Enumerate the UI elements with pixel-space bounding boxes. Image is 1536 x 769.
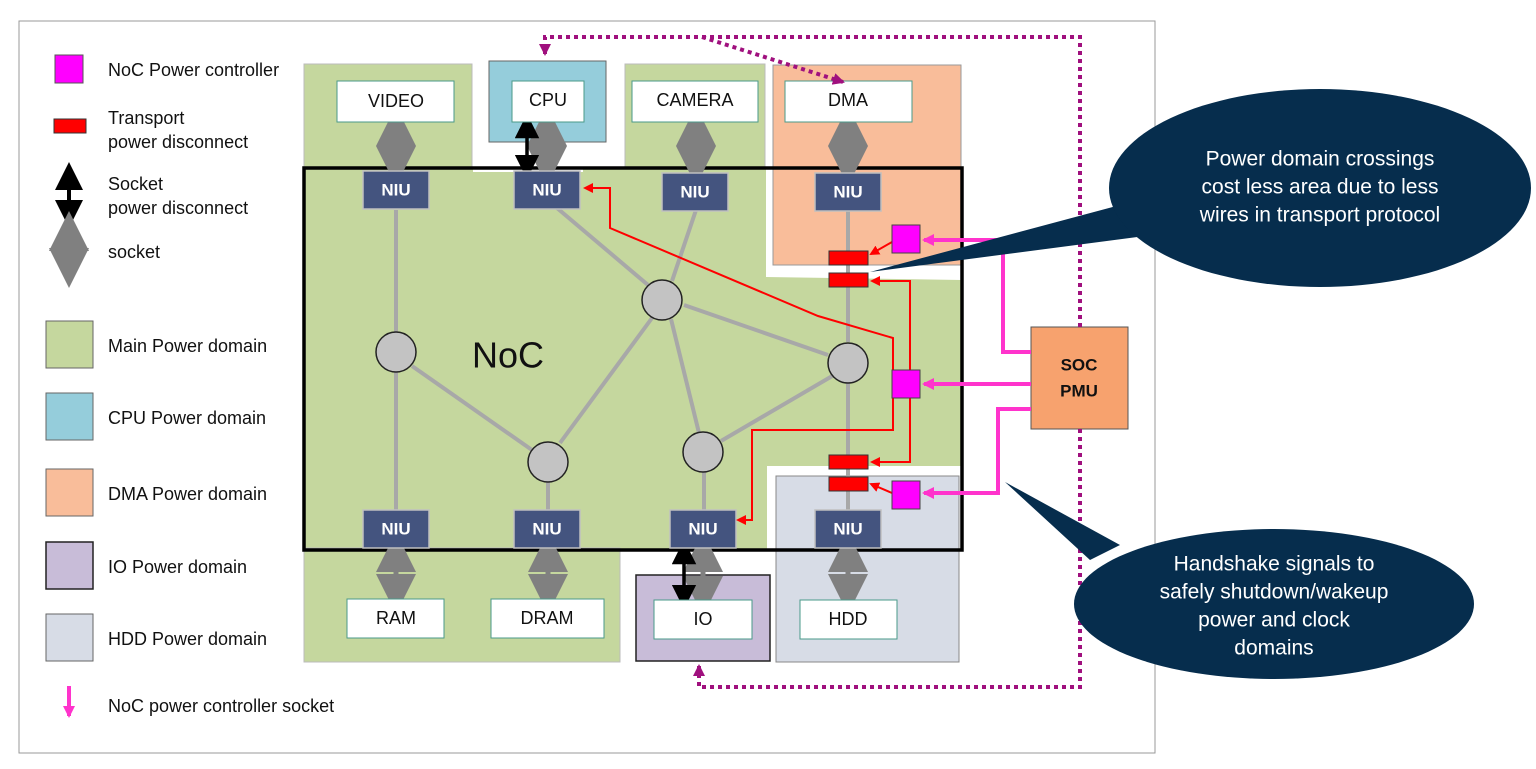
video-block: VIDEO (336, 80, 455, 123)
soc-pmu: SOC PMU (1030, 326, 1129, 430)
legend-cpu-domain-label: CPU Power domain (108, 408, 266, 428)
svg-text:NIU: NIU (381, 180, 410, 199)
svg-text:safely shutdown/wakeup: safely shutdown/wakeup (1160, 581, 1389, 604)
noc-power-controllers (891, 224, 921, 510)
router-node (527, 441, 569, 483)
power-controller-dma (891, 224, 921, 254)
svg-text:HDD: HDD (829, 609, 868, 629)
noc-label: NoC (472, 335, 544, 376)
svg-text:NIU: NIU (532, 180, 561, 199)
legend-io-domain-swatch (45, 541, 94, 590)
callout-power-domain-crossings: Power domain crossings cost less area du… (870, 89, 1531, 287)
niu-blocks: NIU NIU NIU NIU NIU NIU NIU NIU (362, 170, 882, 549)
io-block: IO (653, 599, 753, 640)
legend-cpu-domain-swatch (45, 392, 94, 441)
svg-text:NIU: NIU (833, 182, 862, 201)
svg-text:power and clock: power and clock (1198, 609, 1350, 632)
legend-socket-pd-label-2: power disconnect (108, 198, 248, 218)
legend-socket-label: socket (108, 242, 160, 262)
legend-io-domain-label: IO Power domain (108, 557, 247, 577)
power-control-paths (583, 183, 911, 525)
router-node (827, 342, 869, 384)
svg-text:NIU: NIU (833, 519, 862, 538)
svg-text:Handshake signals to: Handshake signals to (1174, 553, 1375, 576)
legend-power-controller-swatch (54, 54, 84, 84)
svg-text:NIU: NIU (532, 519, 561, 538)
legend-socket-pd-label-1: Socket (108, 174, 163, 194)
legend-main-domain-swatch (45, 320, 94, 369)
svg-text:NIU: NIU (688, 519, 717, 538)
svg-text:domains: domains (1234, 637, 1313, 660)
niu-cpu: NIU (513, 170, 581, 210)
niu-camera: NIU (661, 172, 729, 212)
niu-io: NIU (669, 509, 737, 549)
legend-hdd-domain-label: HDD Power domain (108, 629, 267, 649)
dma-block: DMA (784, 80, 913, 123)
legend-transport-label-1: Transport (108, 108, 184, 128)
cpu-block: CPU (511, 80, 585, 123)
svg-text:Power domain crossings: Power domain crossings (1206, 148, 1435, 171)
svg-text:IO: IO (693, 609, 712, 629)
svg-text:DRAM: DRAM (521, 608, 574, 628)
sockets (376, 106, 868, 616)
svg-text:NIU: NIU (381, 519, 410, 538)
legend: NoC Power controller Transport power dis… (45, 54, 334, 718)
noc-border (302, 166, 964, 552)
ip-blocks: VIDEO CPU CAMERA DMA RAM DRAM IO HDD (336, 80, 913, 640)
svg-text:PMU: PMU (1060, 381, 1098, 400)
niu-hdd: NIU (814, 509, 882, 549)
power-controller-hdd (891, 480, 921, 510)
legend-transport-label-2: power disconnect (108, 132, 248, 152)
svg-text:DMA: DMA (828, 90, 868, 110)
svg-text:NIU: NIU (680, 182, 709, 201)
legend-dma-domain-label: DMA Power domain (108, 484, 267, 504)
hdd-block: HDD (799, 599, 898, 640)
niu-dma: NIU (814, 172, 882, 212)
router-node (641, 279, 683, 321)
camera-block: CAMERA (631, 80, 759, 123)
power-controller-main (891, 369, 921, 399)
legend-transport-swatch (53, 118, 87, 134)
svg-text:VIDEO: VIDEO (368, 91, 424, 111)
svg-text:wires in transport protocol: wires in transport protocol (1199, 204, 1440, 227)
callout-handshake-signals: Handshake signals to safely shutdown/wak… (1005, 482, 1474, 679)
niu-video: NIU (362, 170, 430, 210)
transport-power-disconnects (828, 250, 869, 492)
socket-power-disconnects (514, 113, 697, 610)
niu-dram: NIU (513, 509, 581, 549)
dram-block: DRAM (490, 598, 605, 639)
svg-text:cost less area due to less: cost less area due to less (1202, 176, 1439, 199)
svg-text:SOC: SOC (1061, 355, 1098, 374)
niu-ram: NIU (362, 509, 430, 549)
noc-routers (375, 279, 869, 483)
legend-power-controller-label: NoC Power controller (108, 60, 279, 80)
dotted-pmu-links (539, 35, 1082, 689)
legend-pc-socket-label: NoC power controller socket (108, 696, 334, 716)
noc-topology (394, 206, 850, 510)
router-node (375, 331, 417, 373)
pmu-controller-sockets (922, 234, 1031, 499)
legend-dma-domain-swatch (45, 468, 94, 517)
legend-main-domain-label: Main Power domain (108, 336, 267, 356)
router-node (682, 431, 724, 473)
svg-text:CAMERA: CAMERA (656, 90, 733, 110)
ram-block: RAM (346, 598, 445, 639)
svg-text:RAM: RAM (376, 608, 416, 628)
svg-text:CPU: CPU (529, 90, 567, 110)
legend-hdd-domain-swatch (45, 613, 94, 662)
